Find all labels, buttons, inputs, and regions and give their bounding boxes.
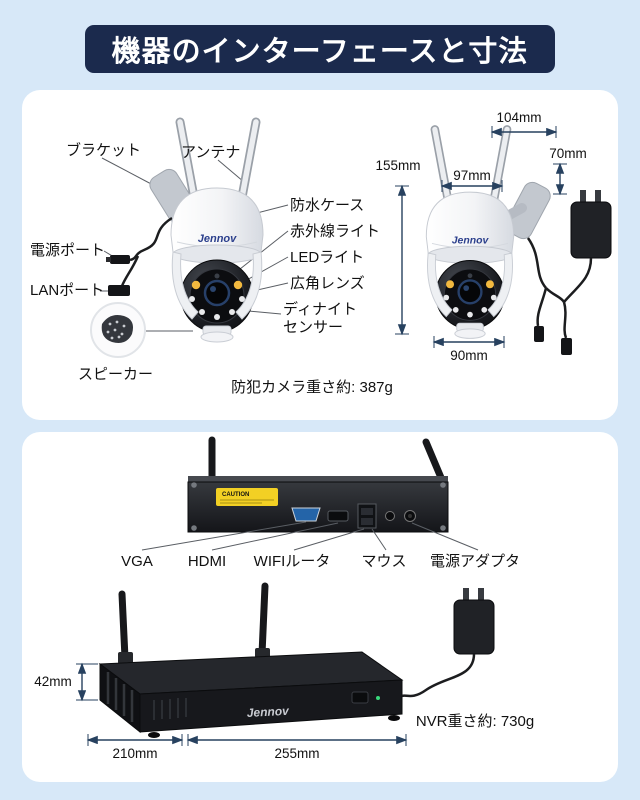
nvr-diagram: CAUTION [76, 436, 495, 746]
page-title: 機器のインターフェースと寸法 [85, 25, 555, 73]
camera-diagram: Jennov [90, 117, 612, 358]
label-vga: VGA [121, 553, 153, 570]
dim-255mm: 255mm [274, 746, 320, 761]
caution-sticker [216, 488, 278, 506]
nvr-weight-text: NVR重さ約: 730g [415, 713, 535, 730]
nvr-front-antenna-left [118, 590, 129, 662]
label-day-night-sensor: ディナイト センサー [283, 301, 357, 336]
label-speaker: スピーカー [78, 366, 154, 383]
led-warm-left [191, 280, 201, 290]
status-led [376, 696, 380, 700]
label-wide-angle-lens: 広角レンズ [290, 275, 365, 292]
nvr-brand-logo: Jennov [246, 704, 290, 720]
speaker-inset [90, 302, 146, 358]
camera-weight-text: 防犯カメラ重さ約: 387g [231, 379, 393, 396]
power-adapter [570, 201, 612, 259]
label-hdmi: HDMI [187, 553, 227, 570]
dim-90mm: 90mm [450, 348, 488, 363]
label-power-adapter: 電源アダプタ [430, 553, 521, 570]
speaker-icon [101, 315, 133, 343]
label-led-light: LEDライト [290, 249, 365, 266]
camera-lens [203, 279, 231, 307]
nvr-dimension-arrows [76, 662, 408, 746]
power-pigtail [110, 255, 130, 264]
dim-42mm: 42mm [34, 674, 72, 689]
label-lan-port: LANポート [30, 282, 105, 299]
day-night-sensor-dot [214, 273, 220, 279]
nvr-power-adapter [401, 588, 495, 698]
caution-text: CAUTION [222, 492, 249, 498]
nvr-front-view: Jennov [98, 582, 404, 738]
label-mouse: マウス [361, 553, 407, 570]
bracket-side [505, 181, 551, 240]
nvr-antenna-right [422, 438, 446, 484]
nvr-panel: CAUTION [22, 432, 618, 782]
lan-pigtail [108, 285, 130, 296]
label-waterproof-case: 防水ケース [290, 197, 365, 214]
label-antenna: アンテナ [181, 144, 241, 161]
front-usb-port [351, 691, 369, 704]
camera-side-view-extras [495, 181, 612, 355]
dim-97mm: 97mm [453, 168, 491, 183]
power-adapter [453, 599, 495, 655]
nvr-left-face [99, 663, 141, 734]
label-power-port: 電源ポート [30, 242, 106, 259]
vga-port [291, 507, 321, 522]
label-wifi-router: WIFIルータ [253, 553, 331, 570]
dim-155mm: 155mm [375, 158, 421, 173]
dim-104mm: 104mm [496, 110, 542, 125]
dim-210mm: 210mm [112, 746, 158, 761]
hdmi-port [327, 510, 349, 522]
nvr-leader-lines [141, 521, 479, 551]
dim-70mm: 70mm [549, 146, 587, 161]
camera-base [200, 331, 234, 343]
nvr-rear-view: CAUTION [187, 436, 449, 533]
label-infrared-light: 赤外線ライト [290, 223, 381, 240]
nvr-front-antenna-right [258, 582, 269, 658]
audio-port [385, 511, 395, 521]
ptz-camera: Jennov [170, 117, 264, 343]
camera-panel: Jennov [22, 90, 618, 420]
label-bracket: ブラケット [66, 142, 142, 159]
led-warm-right [233, 280, 243, 290]
camera-dimension-arrows [395, 126, 567, 348]
camera-brand-logo: Jennov [198, 233, 237, 245]
